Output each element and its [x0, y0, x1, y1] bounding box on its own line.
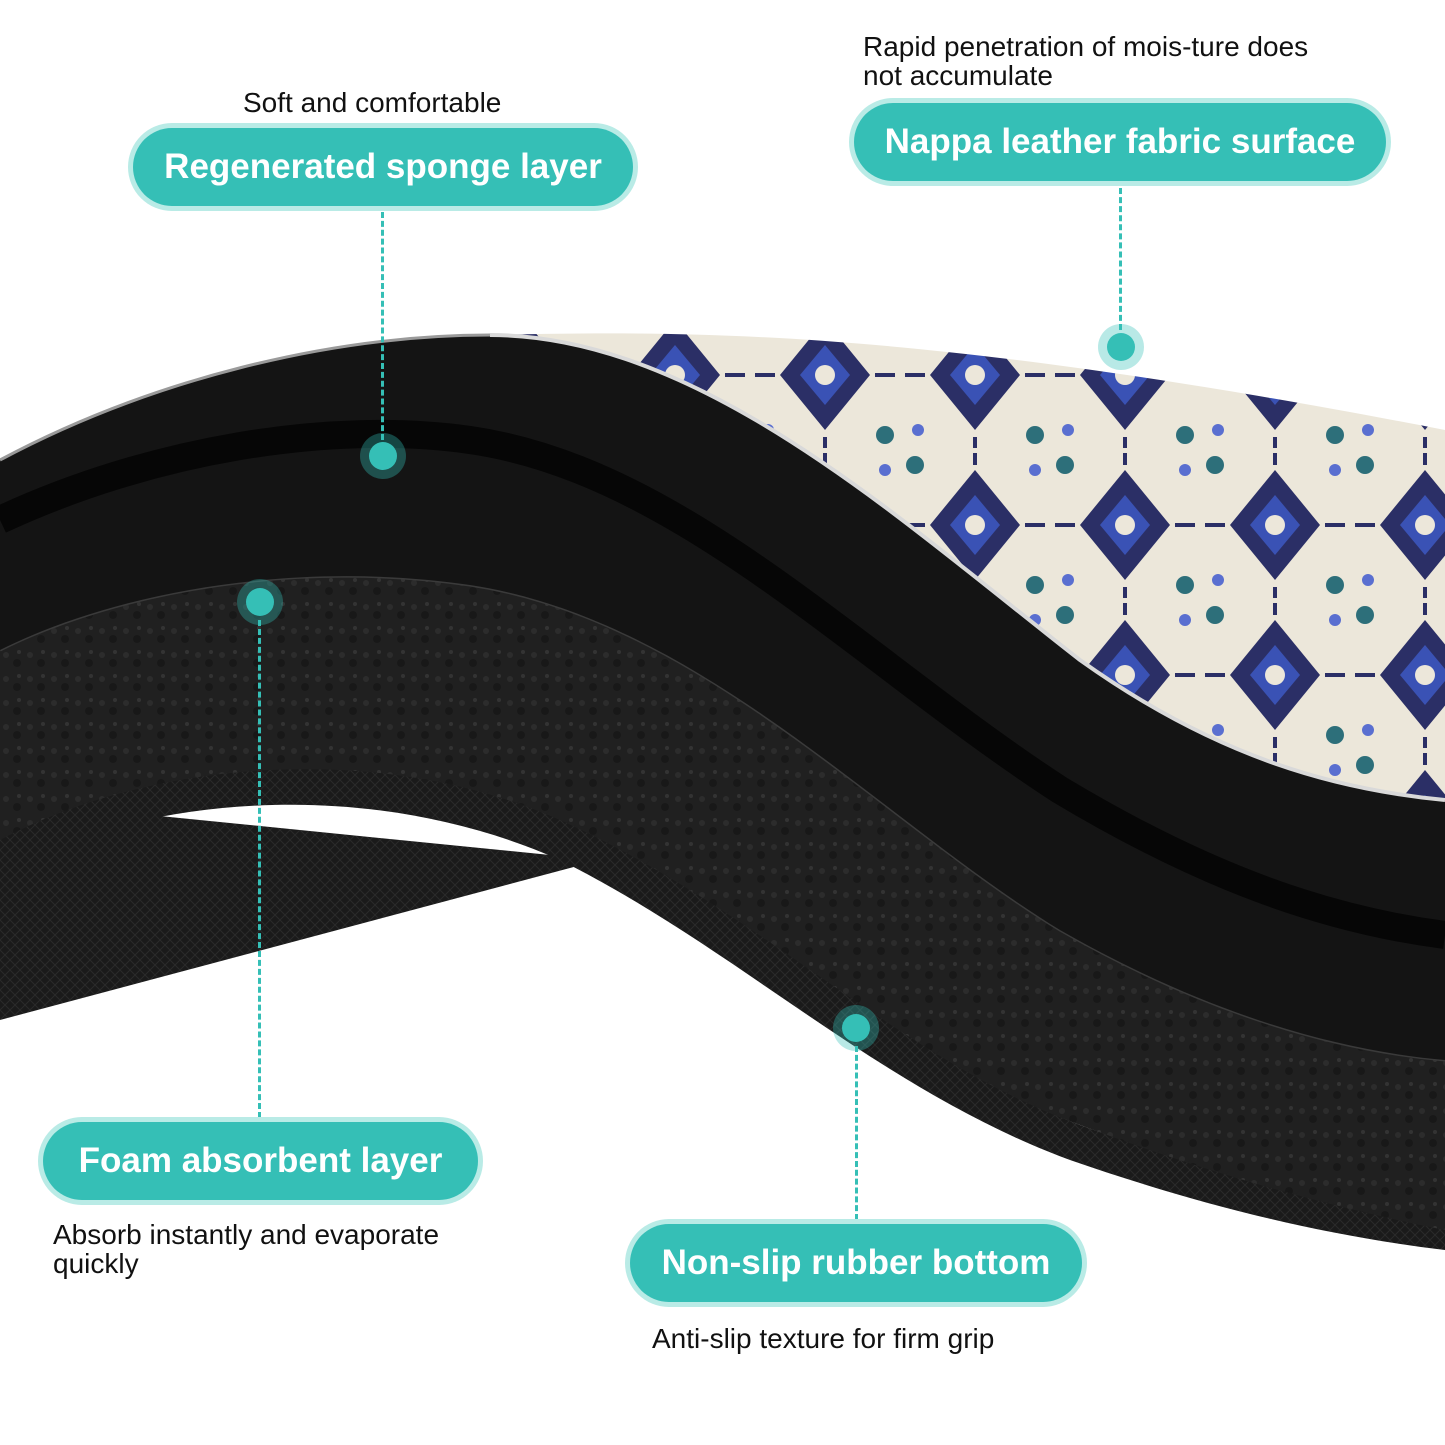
- sponge-layer: [0, 335, 1445, 1060]
- foam-connector: [258, 620, 261, 1118]
- foam-label: Foam absorbent layer: [43, 1122, 478, 1200]
- sponge-caption: Soft and comfortable: [243, 87, 502, 118]
- nappa-marker: [1107, 333, 1135, 361]
- rubber-label: Non-slip rubber bottom: [630, 1224, 1082, 1302]
- foam-layer: [0, 576, 1445, 1230]
- foam-marker: [246, 588, 274, 616]
- foam-caption-line2: quickly: [53, 1248, 139, 1279]
- nappa-label: Nappa leather fabric surface: [854, 103, 1386, 181]
- rubber-caption: Anti-slip texture for firm grip: [652, 1323, 995, 1354]
- sponge-connector: [381, 212, 384, 440]
- rubber-bottom-layer: [0, 769, 1445, 1445]
- sponge-marker: [369, 442, 397, 470]
- nappa-caption-line1: Rapid penetration of mois-ture does: [863, 31, 1309, 62]
- rubber-marker: [842, 1014, 870, 1042]
- foam-caption-line1: Absorb instantly and evaporate: [53, 1219, 440, 1250]
- sponge-label: Regenerated sponge layer: [133, 128, 633, 206]
- rubber-connector: [855, 1046, 858, 1220]
- nappa-connector: [1119, 188, 1122, 330]
- nappa-caption-line2: not accumulate: [863, 60, 1053, 91]
- nappa-surface: [490, 333, 1445, 800]
